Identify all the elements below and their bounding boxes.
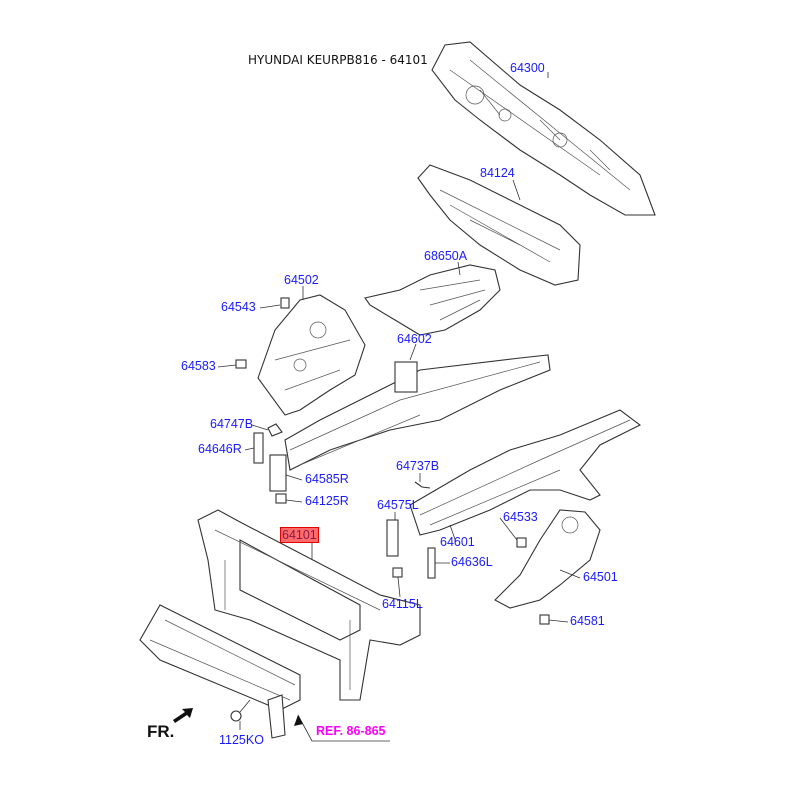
part-label-64575L[interactable]: 64575L (377, 498, 419, 512)
part-label-64636L[interactable]: 64636L (451, 555, 493, 569)
plate-64636L[interactable] (427, 547, 436, 579)
cowl-panel-84124[interactable] (417, 164, 581, 286)
bumper-beam[interactable] (139, 604, 301, 739)
part-label-1125KO[interactable]: 1125KO (219, 733, 264, 747)
insulator-68650A[interactable] (364, 264, 501, 336)
bolt-1125KO[interactable] (230, 699, 251, 722)
part-label-64125R[interactable]: 64125R (305, 494, 349, 508)
side-member-64602[interactable] (284, 354, 551, 471)
leader-lines (217, 72, 581, 742)
part-label-64543[interactable]: 64543 (221, 300, 256, 314)
part-label-64115L[interactable]: 64115L (382, 597, 423, 611)
part-label-68650A[interactable]: 68650A (424, 249, 468, 263)
bracket-64533[interactable] (516, 537, 527, 548)
part-label-64585R[interactable]: 64585R (305, 472, 349, 486)
bracket-64543[interactable] (280, 297, 290, 309)
part-label-64646R[interactable]: 64646R (198, 442, 242, 456)
bracket-64747B[interactable] (267, 423, 283, 437)
part-label-64101-highlighted[interactable]: 64101 (280, 527, 319, 543)
front-end-module-carrier-64101[interactable] (197, 509, 421, 701)
nut-64125R[interactable] (275, 493, 287, 504)
plate-64646R[interactable] (253, 432, 264, 464)
dash-panel-64300[interactable] (431, 41, 656, 216)
part-label-64747B[interactable]: 64747B (210, 417, 254, 431)
bracket-64737B[interactable] (414, 481, 431, 489)
part-label-64583[interactable]: 64583 (181, 359, 216, 373)
part-label-64300[interactable]: 64300 (510, 61, 545, 75)
part-label-64737B[interactable]: 64737B (396, 459, 440, 473)
clip-64583[interactable] (235, 359, 247, 369)
part-label-64581[interactable]: 64581 (570, 614, 605, 628)
front-arrow-icon (173, 708, 193, 723)
part-label-64601[interactable]: 64601 (440, 535, 475, 549)
apron-64502[interactable] (257, 294, 366, 416)
side-member-64601[interactable] (409, 409, 642, 536)
front-indicator: FR. (147, 722, 175, 741)
reference-link[interactable]: REF. 86-865 (316, 724, 386, 738)
plate-64575L[interactable] (386, 519, 399, 557)
part-label-84124[interactable]: 84124 (480, 166, 515, 180)
part-label-64533[interactable]: 64533 (503, 510, 538, 524)
apron-64501[interactable] (494, 509, 601, 609)
clip-64581[interactable] (539, 614, 550, 625)
diagram-title: HYUNDAI KEURPB816 - 64101 (248, 53, 428, 67)
part-label-64602[interactable]: 64602 (397, 332, 432, 346)
part-label-64501[interactable]: 64501 (583, 570, 618, 584)
part-label-64502[interactable]: 64502 (284, 273, 319, 287)
nut-64115L[interactable] (392, 567, 403, 578)
plate-64585R[interactable] (269, 454, 287, 492)
